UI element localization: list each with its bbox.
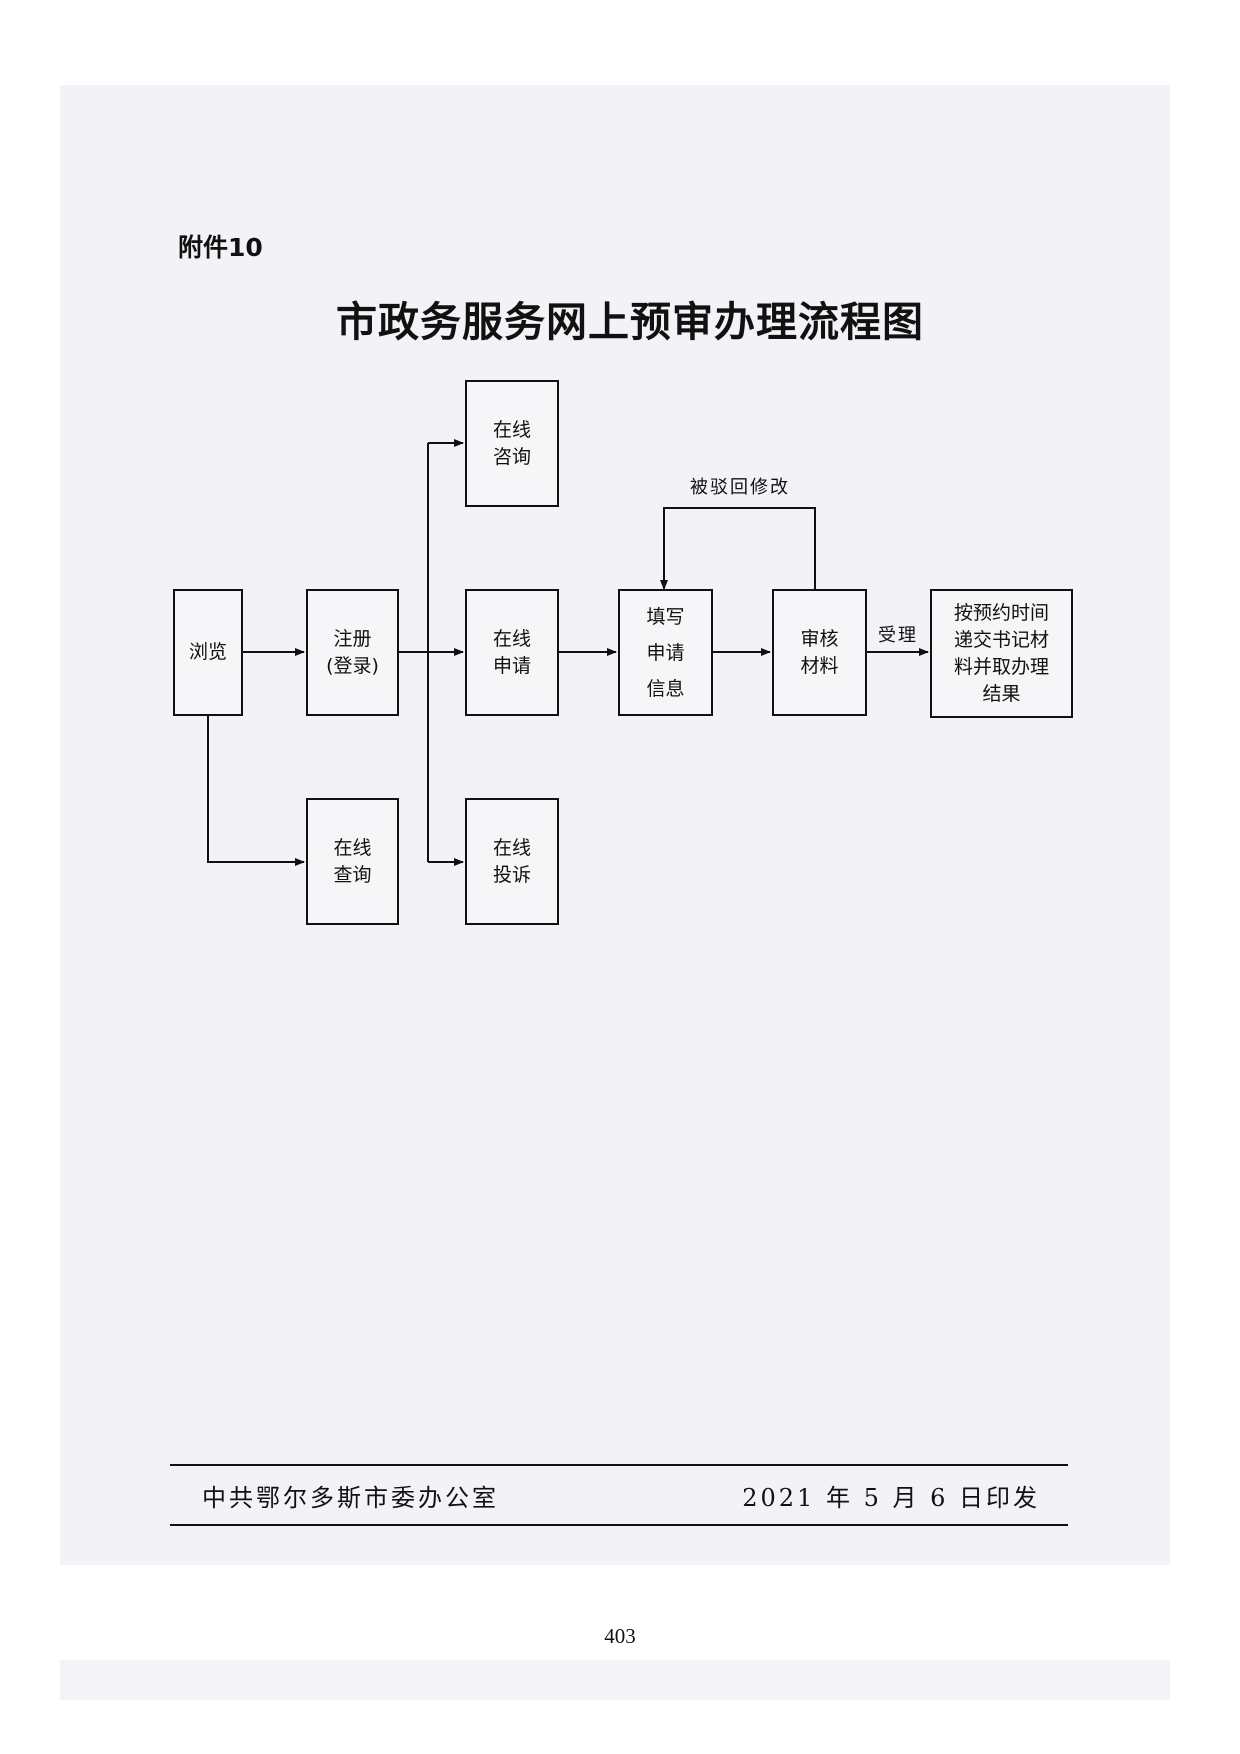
footer-issuer: 中共鄂尔多斯市委办公室 [202,1484,499,1512]
attachment-label: 附件10 [178,233,263,262]
node-online-query: 在线 查询 [306,798,399,925]
scan-background-strip [60,1660,1170,1700]
node-browse: 浏览 [173,589,243,716]
node-online-apply: 在线 申请 [465,589,559,716]
footer-bottom-rule [170,1524,1068,1526]
page-number: 403 [604,1624,636,1648]
node-online-complaint: 在线 投诉 [465,798,559,925]
node-register: 注册 (登录) [306,589,399,716]
node-fill-info: 填写 申请 信息 [618,589,713,716]
edge-review-fill-rejected [660,507,816,590]
footer-date: 2021 年 5 月 6 日印发 [742,1484,1040,1512]
edge-label-accepted: 受理 [878,625,918,646]
footer-top-rule [170,1464,1068,1466]
edge-label-rejected: 被驳回修改 [690,477,790,498]
edge-browse-query [207,714,305,866]
node-online-consult: 在线 咨询 [465,380,559,507]
node-review-materials: 审核 材料 [772,589,867,716]
node-submit-materials: 按预约时间 递交书记材 料并取办理 结果 [930,589,1073,718]
scan-background [60,85,1170,1565]
document-title: 市政务服务网上预审办理流程图 [336,298,924,346]
